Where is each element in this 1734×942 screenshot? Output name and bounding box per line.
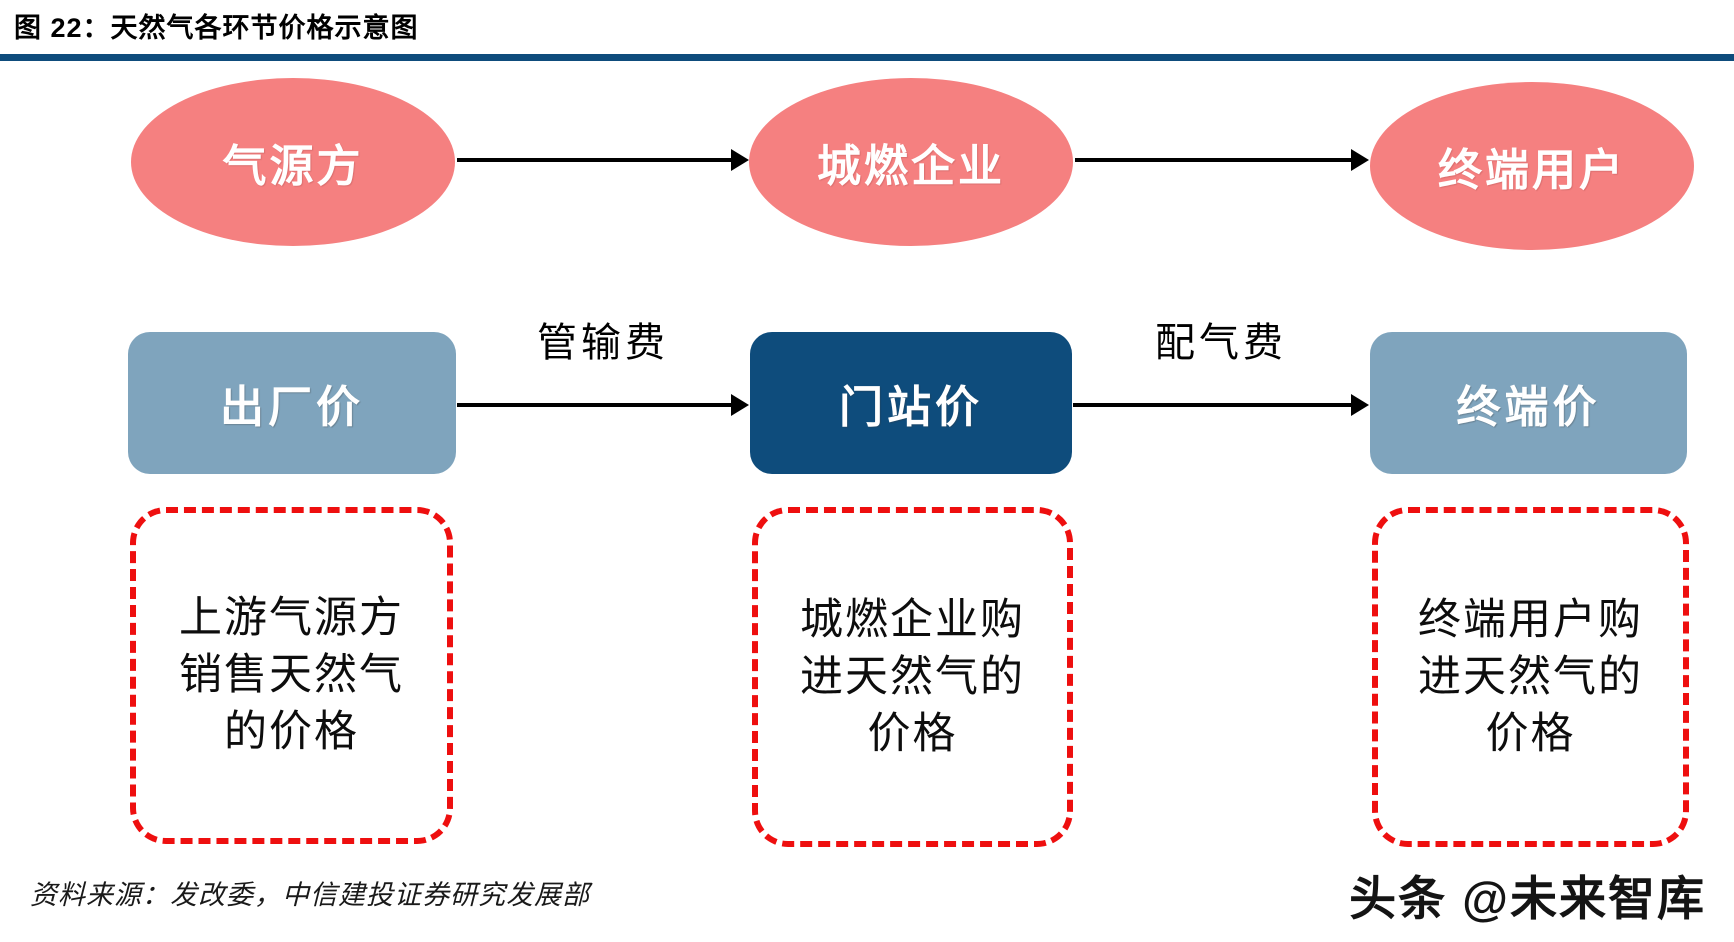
note-box-citygate: 城燃企业购 进天然气的 价格	[752, 507, 1073, 847]
note-box-terminal: 终端用户购 进天然气的 价格	[1372, 507, 1689, 847]
entity-node-gas-supplier: 气源方	[131, 78, 455, 246]
figure-title: 图 22：天然气各环节价格示意图	[14, 13, 419, 43]
price-node-citygate: 门站价	[750, 332, 1072, 474]
price-node-exfactory: 出厂价	[128, 332, 456, 474]
entity-node-end-user: 终端用户	[1370, 82, 1694, 250]
arrow-shaft	[1075, 158, 1355, 162]
note-line: 进天然气的	[800, 653, 1025, 701]
price-label: 出厂价	[220, 383, 364, 432]
arrow-shaft	[457, 158, 735, 162]
fee-label-distribution: 配气费	[1155, 320, 1287, 365]
flow-arrow	[1073, 394, 1369, 416]
arrow-head-icon	[1351, 149, 1369, 171]
note-line: 城燃企业购	[800, 596, 1025, 644]
flow-arrow	[457, 394, 749, 416]
price-node-terminal: 终端价	[1370, 332, 1687, 474]
note-line: 的价格	[224, 709, 359, 756]
entity-node-city-gas-company: 城燃企业	[749, 78, 1073, 246]
arrow-head-icon	[731, 149, 749, 171]
note-line: 价格	[1485, 710, 1576, 758]
entity-label: 终端用户	[1438, 146, 1626, 195]
price-label: 终端价	[1456, 383, 1601, 432]
note-line: 价格	[867, 710, 958, 758]
arrow-shaft	[457, 403, 735, 407]
note-line: 进天然气的	[1418, 653, 1643, 701]
title-divider	[0, 54, 1734, 61]
arrow-head-icon	[731, 394, 749, 416]
flow-arrow	[457, 149, 749, 171]
flow-arrow	[1075, 149, 1369, 171]
note-line: 上游气源方	[179, 595, 404, 642]
price-label: 门站价	[839, 383, 983, 432]
arrow-head-icon	[1351, 394, 1369, 416]
source-attribution: 资料来源：发改委，中信建投证券研究发展部	[30, 880, 590, 910]
watermark-logo: 头条 @未来智库	[1349, 872, 1706, 925]
entity-label: 气源方	[222, 142, 364, 191]
fee-label-pipeline: 管输费	[537, 320, 669, 365]
note-line: 终端用户购	[1418, 596, 1643, 644]
note-box-exfactory: 上游气源方 销售天然气 的价格	[130, 507, 453, 844]
entity-label: 城燃企业	[817, 142, 1005, 191]
note-line: 销售天然气	[179, 652, 404, 699]
arrow-shaft	[1073, 403, 1355, 407]
